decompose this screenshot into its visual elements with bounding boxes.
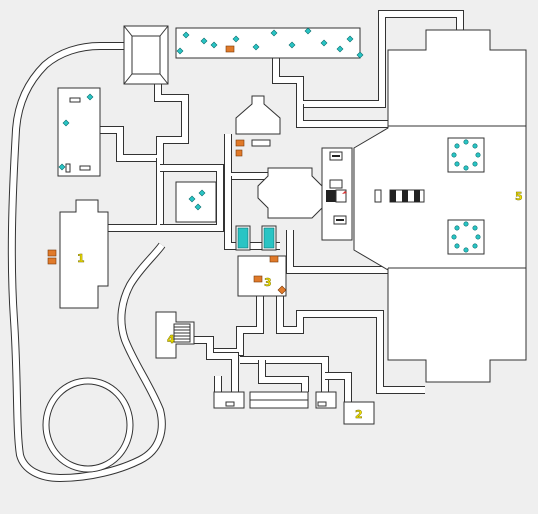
room-5-arena (353, 29, 527, 383)
top-storage-room (175, 27, 361, 59)
central-item-room (175, 181, 217, 223)
north-chamber (235, 95, 281, 135)
room-2 (343, 401, 375, 425)
objects (47, 45, 347, 295)
location-label-2: 2 (355, 408, 363, 421)
location-labels: 1 2 3 4 5 (77, 190, 523, 421)
stairs-icon (173, 323, 191, 343)
bottom-room-a (213, 391, 245, 409)
location-label-3: 3 (264, 276, 272, 289)
location-label-1: 1 (77, 252, 85, 265)
location-label-5: 5 (515, 190, 523, 203)
rooms (57, 25, 527, 425)
checkered-door (374, 189, 425, 203)
location-label-4: 4 (167, 333, 175, 346)
central-hub (257, 167, 323, 219)
west-room (57, 87, 101, 177)
pickups (58, 27, 481, 253)
room-1 (59, 199, 109, 309)
